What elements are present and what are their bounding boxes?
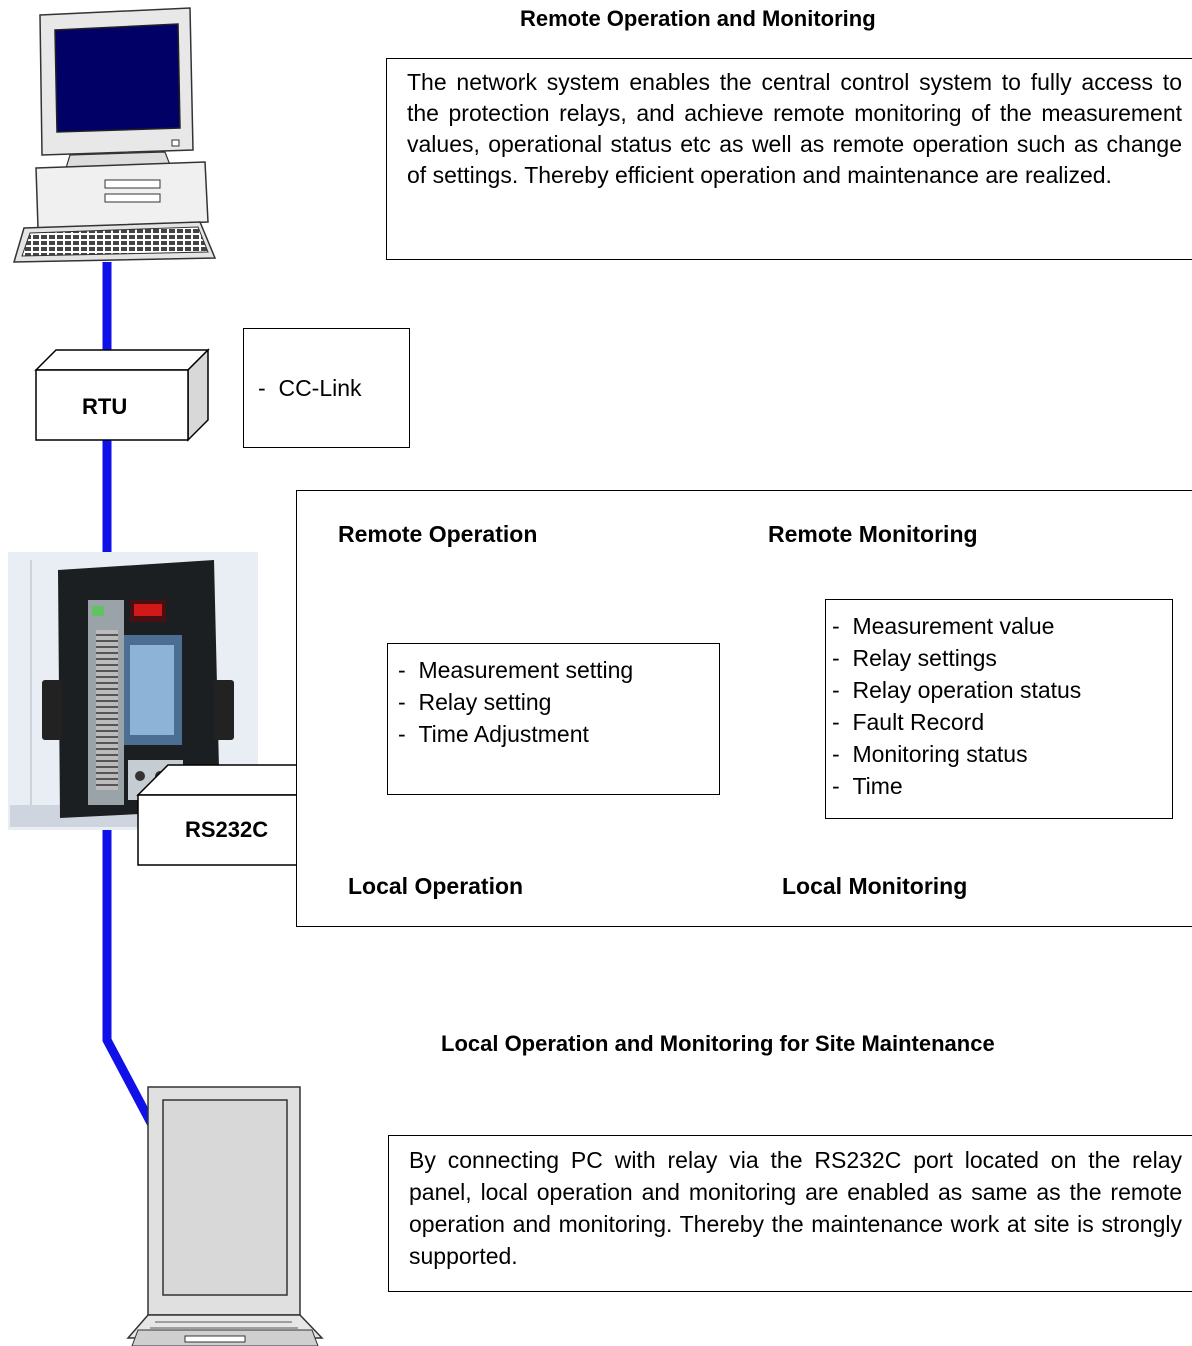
rtu-box [34, 348, 210, 442]
list-item: Time [832, 770, 1172, 802]
remote-monitoring-label: Remote Monitoring [768, 521, 978, 547]
local-operation-label: Local Operation [348, 873, 524, 899]
rtu-protocol-box: - CC-Link [243, 328, 410, 448]
list-item: Relay settings [832, 642, 1172, 674]
rtu-protocol-text: CC-Link [278, 375, 362, 401]
laptop-icon [126, 1086, 324, 1346]
remote-description-text: The network system enables the central c… [407, 69, 1182, 188]
rtu-label: RTU [82, 394, 128, 419]
list-item: Measurement setting [398, 654, 719, 686]
monitoring-items-list: Measurement value Relay settings Relay o… [832, 610, 1172, 802]
list-item: Time Adjustment [398, 718, 719, 750]
rs232c-label: RS232C [185, 817, 269, 842]
desktop-computer-icon [12, 7, 217, 263]
list-item: Fault Record [832, 706, 1172, 738]
remote-description-box: The network system enables the central c… [386, 58, 1192, 260]
local-monitoring-label: Local Monitoring [782, 873, 968, 899]
operation-items-list: Measurement setting Relay setting Time A… [398, 654, 719, 750]
remote-operation-label: Remote Operation [338, 521, 538, 547]
local-description-text: By connecting PC with relay via the RS23… [409, 1147, 1182, 1269]
list-item: Monitoring status [832, 738, 1172, 770]
remote-heading: Remote Operation and Monitoring [520, 6, 876, 31]
list-item: Relay setting [398, 686, 719, 718]
operation-items-box: Measurement setting Relay setting Time A… [387, 643, 720, 795]
link-relay-laptop [102, 830, 164, 1143]
local-description-box: By connecting PC with relay via the RS23… [388, 1135, 1192, 1292]
list-item: Measurement value [832, 610, 1172, 642]
monitoring-items-box: Measurement value Relay settings Relay o… [825, 599, 1173, 819]
list-item: Relay operation status [832, 674, 1172, 706]
local-heading: Local Operation and Monitoring for Site … [441, 1031, 995, 1056]
